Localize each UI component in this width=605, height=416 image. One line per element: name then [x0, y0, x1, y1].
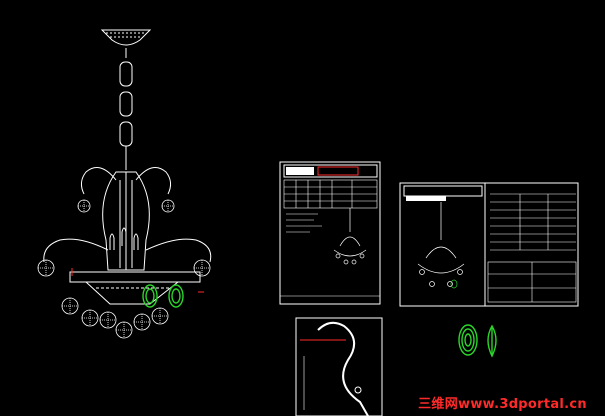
crystal-ball	[151, 307, 169, 325]
crystal-ball	[161, 199, 175, 213]
sheet-1-red-title	[317, 166, 359, 176]
crystal-ball	[77, 199, 91, 213]
sheet-1-header-bar	[283, 164, 378, 178]
sheet-1-spec-table	[283, 179, 378, 209]
sheet-1-notes	[286, 213, 322, 233]
sheet-2-spec-table	[490, 193, 576, 251]
arm-detail-panel[interactable]	[295, 317, 383, 416]
arm-left-top	[80, 167, 117, 195]
crystal-ball	[115, 321, 133, 339]
sheet-1-logo	[286, 167, 314, 175]
ceiling-canopy	[100, 29, 152, 58]
sheet-1-border	[279, 161, 381, 305]
bottom-bowl	[69, 271, 201, 305]
crystal-ball	[81, 309, 99, 327]
arm-left-low	[43, 238, 109, 263]
site-watermark: 三维网www.3dportal.cn	[418, 397, 587, 412]
crystal-ball	[61, 297, 79, 315]
sheet-2-border	[399, 182, 579, 307]
detail-joint	[354, 386, 362, 394]
arm-right-top	[135, 167, 172, 195]
crystal-side-view	[487, 324, 497, 358]
highlighted-crystal-drops	[142, 284, 184, 308]
arm-profile-curve	[317, 321, 369, 416]
sheet-1-thumbnail-chandelier	[333, 208, 367, 265]
candles	[109, 227, 139, 250]
central-body	[102, 171, 150, 271]
crystal-ball	[133, 313, 151, 331]
chandelier-drawing[interactable]	[43, 29, 212, 305]
sheet-2-title-bar	[406, 196, 446, 201]
crystal-balls	[37, 199, 211, 339]
drawing-sheet-2[interactable]	[399, 182, 579, 307]
dimension-marks	[71, 268, 204, 293]
sheet-2-thumbnail-chandelier	[417, 202, 465, 289]
drawing-sheet-1[interactable]	[279, 161, 381, 305]
chain	[119, 61, 133, 170]
crystal-front-view	[458, 324, 478, 356]
crystal-ball	[193, 259, 211, 277]
sheet-2-title-block	[487, 261, 577, 303]
arm-right-low	[145, 238, 212, 263]
crystal-detail-views[interactable]	[458, 324, 497, 358]
crystal-ball	[99, 311, 117, 329]
crystal-ball	[37, 259, 55, 277]
detail-panel-border	[295, 317, 383, 416]
